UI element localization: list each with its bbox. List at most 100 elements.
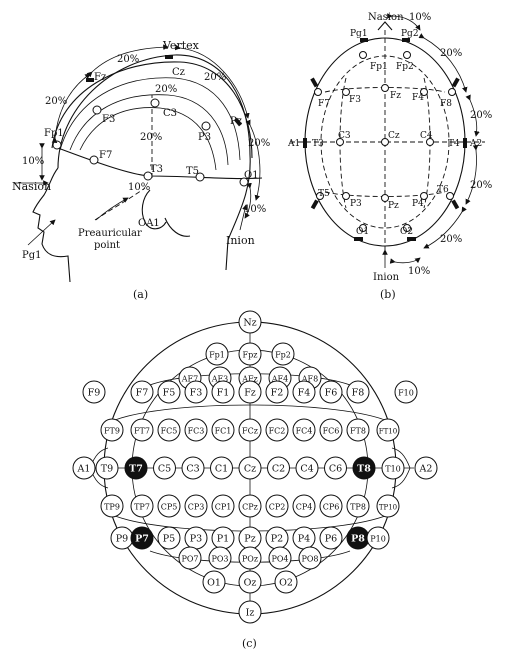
electrode-c-fc1 — [211, 418, 235, 442]
marker-b-pg1 — [360, 38, 368, 42]
electrode-b-cz — [381, 138, 389, 146]
electrode-label-c-ft7: FT7 — [134, 427, 150, 436]
electrode-label-c-tp10: TP10 — [379, 504, 397, 512]
arc-20-top — [86, 44, 169, 78]
electrode-a-t5 — [195, 172, 205, 182]
head-profile — [32, 54, 251, 283]
electrode-c-fcz — [238, 418, 262, 442]
electrode-b-fz — [381, 84, 389, 92]
electrode-label-c-fc4: FC4 — [296, 427, 313, 436]
label-a-f3: F3 — [102, 114, 115, 125]
electrode-label-c-p6: P6 — [325, 534, 337, 545]
electrode-c-cz — [238, 456, 262, 480]
label-b-fp2: Fp2 — [396, 62, 414, 72]
label-b-t4: T4 — [448, 139, 460, 149]
nose-b — [377, 21, 393, 31]
label-b-t6: T6 — [437, 185, 449, 195]
electrode-c-po8 — [298, 546, 322, 570]
electrode-c-f10 — [394, 380, 418, 404]
electrode-label-c-c1: C1 — [215, 464, 228, 475]
electrode-label-c-p7: P7 — [135, 534, 149, 545]
label-b-c4: C4 — [420, 131, 433, 141]
electrode-c-ft8 — [346, 418, 370, 442]
electrode-label-c-fc3: FC3 — [188, 427, 205, 436]
electrode-label-c-t8: T8 — [357, 464, 371, 475]
electrode-label-c-cpz: CPz — [242, 503, 258, 512]
label-b-20-4: 20% — [440, 234, 462, 245]
label-b-pg2: Pg2 — [401, 29, 419, 39]
electrode-c-po7 — [178, 546, 202, 570]
electrode-label-c-f8: F8 — [352, 388, 365, 399]
electrode-c-t7 — [124, 456, 148, 480]
label-b-a1: A1 — [287, 139, 300, 149]
electrode-label-c-ft8: FT8 — [350, 427, 366, 436]
arrow-preauricular — [95, 197, 129, 221]
arc-20-left — [51, 73, 91, 144]
label-b-20-1: 20% — [440, 48, 462, 59]
electrode-label-c-f5: F5 — [163, 388, 176, 399]
electrode-c-t9 — [95, 456, 119, 480]
label-a-p3: P3 — [198, 132, 211, 143]
electrode-c-cpz — [238, 494, 262, 518]
electrode-label-c-fpz: Fpz — [243, 351, 258, 360]
arrow-inion — [239, 204, 248, 231]
electrode-label-c-po4: PO4 — [271, 555, 288, 564]
electrode-c-ft9 — [100, 418, 124, 442]
electrode-label-c-fp2: Fp2 — [275, 351, 291, 360]
electrode-c-t8 — [352, 456, 376, 480]
electrode-c-c1 — [210, 456, 233, 480]
electrode-b-fp2 — [403, 51, 411, 59]
label-a-20-right: 20% — [204, 72, 226, 83]
electrode-label-c-p4: P4 — [298, 534, 310, 545]
label-b-a2: A2 — [469, 139, 482, 149]
label-a-t5: T5 — [186, 166, 199, 177]
electrode-c-f2 — [265, 380, 289, 404]
arc-10-right — [244, 182, 252, 219]
electrode-a-t3 — [143, 171, 153, 181]
electrode-c-fpz — [238, 342, 262, 366]
electrode-c-o1 — [202, 570, 226, 594]
panel-a: Vertex 20% 20% 20% 20% 20% 20% 10% 10% 1… — [12, 39, 270, 301]
marker-b-f7 — [310, 77, 319, 88]
electrode-label-c-cp1: CP1 — [215, 503, 232, 512]
electrode-label-c-oz: Oz — [244, 578, 257, 589]
electrode-label-c-fc5: FC5 — [161, 427, 178, 436]
electrode-label-c-nz: Nz — [243, 318, 256, 329]
electrode-a-p3 — [201, 121, 211, 131]
electrode-label-c-t10: T10 — [385, 465, 401, 474]
electrode-label-c-iz: Iz — [246, 608, 255, 619]
electrode-b-f8 — [448, 88, 456, 96]
electrode-b-pz — [381, 194, 389, 202]
label-b-f8: F8 — [440, 99, 452, 109]
arc-fc-c — [114, 404, 386, 421]
electrode-c-tp7 — [130, 494, 154, 518]
label-a-preauricular-2: point — [94, 240, 120, 251]
arc-b-20-upper — [418, 33, 468, 93]
electrode-label-c-cz: Cz — [244, 464, 256, 475]
electrode-label-c-af7: AF7 — [181, 375, 198, 384]
electrode-c-c2 — [267, 456, 290, 480]
label-b-f4: F4 — [412, 93, 424, 103]
electrode-label-c-fcz: FCz — [242, 427, 258, 436]
electrode-b-t5 — [316, 192, 324, 200]
electrode-c-c6 — [324, 456, 347, 480]
label-b-p3: P3 — [350, 199, 362, 209]
ear-lobe — [164, 217, 191, 237]
electrode-c-f9 — [82, 380, 106, 404]
arc-b-10-top — [387, 13, 421, 31]
label-b-t5: T5 — [318, 189, 330, 199]
label-panel-c: (c) — [242, 637, 257, 650]
electrode-b-f3 — [342, 88, 350, 96]
label-a-20-mid: 20% — [155, 84, 177, 95]
electrode-label-c-c3: C3 — [186, 464, 199, 475]
electrode-label-c-c6: C6 — [329, 464, 342, 475]
label-a-pg1: Pg1 — [22, 250, 42, 261]
marker-b-f8 — [451, 77, 460, 88]
electrode-label-c-fc6: FC6 — [323, 427, 340, 436]
label-a-10-mid: 10% — [128, 182, 150, 193]
electrode-c-tp8 — [346, 494, 370, 518]
electrode-c-po4 — [268, 546, 292, 570]
marker-a-pz — [233, 117, 243, 127]
